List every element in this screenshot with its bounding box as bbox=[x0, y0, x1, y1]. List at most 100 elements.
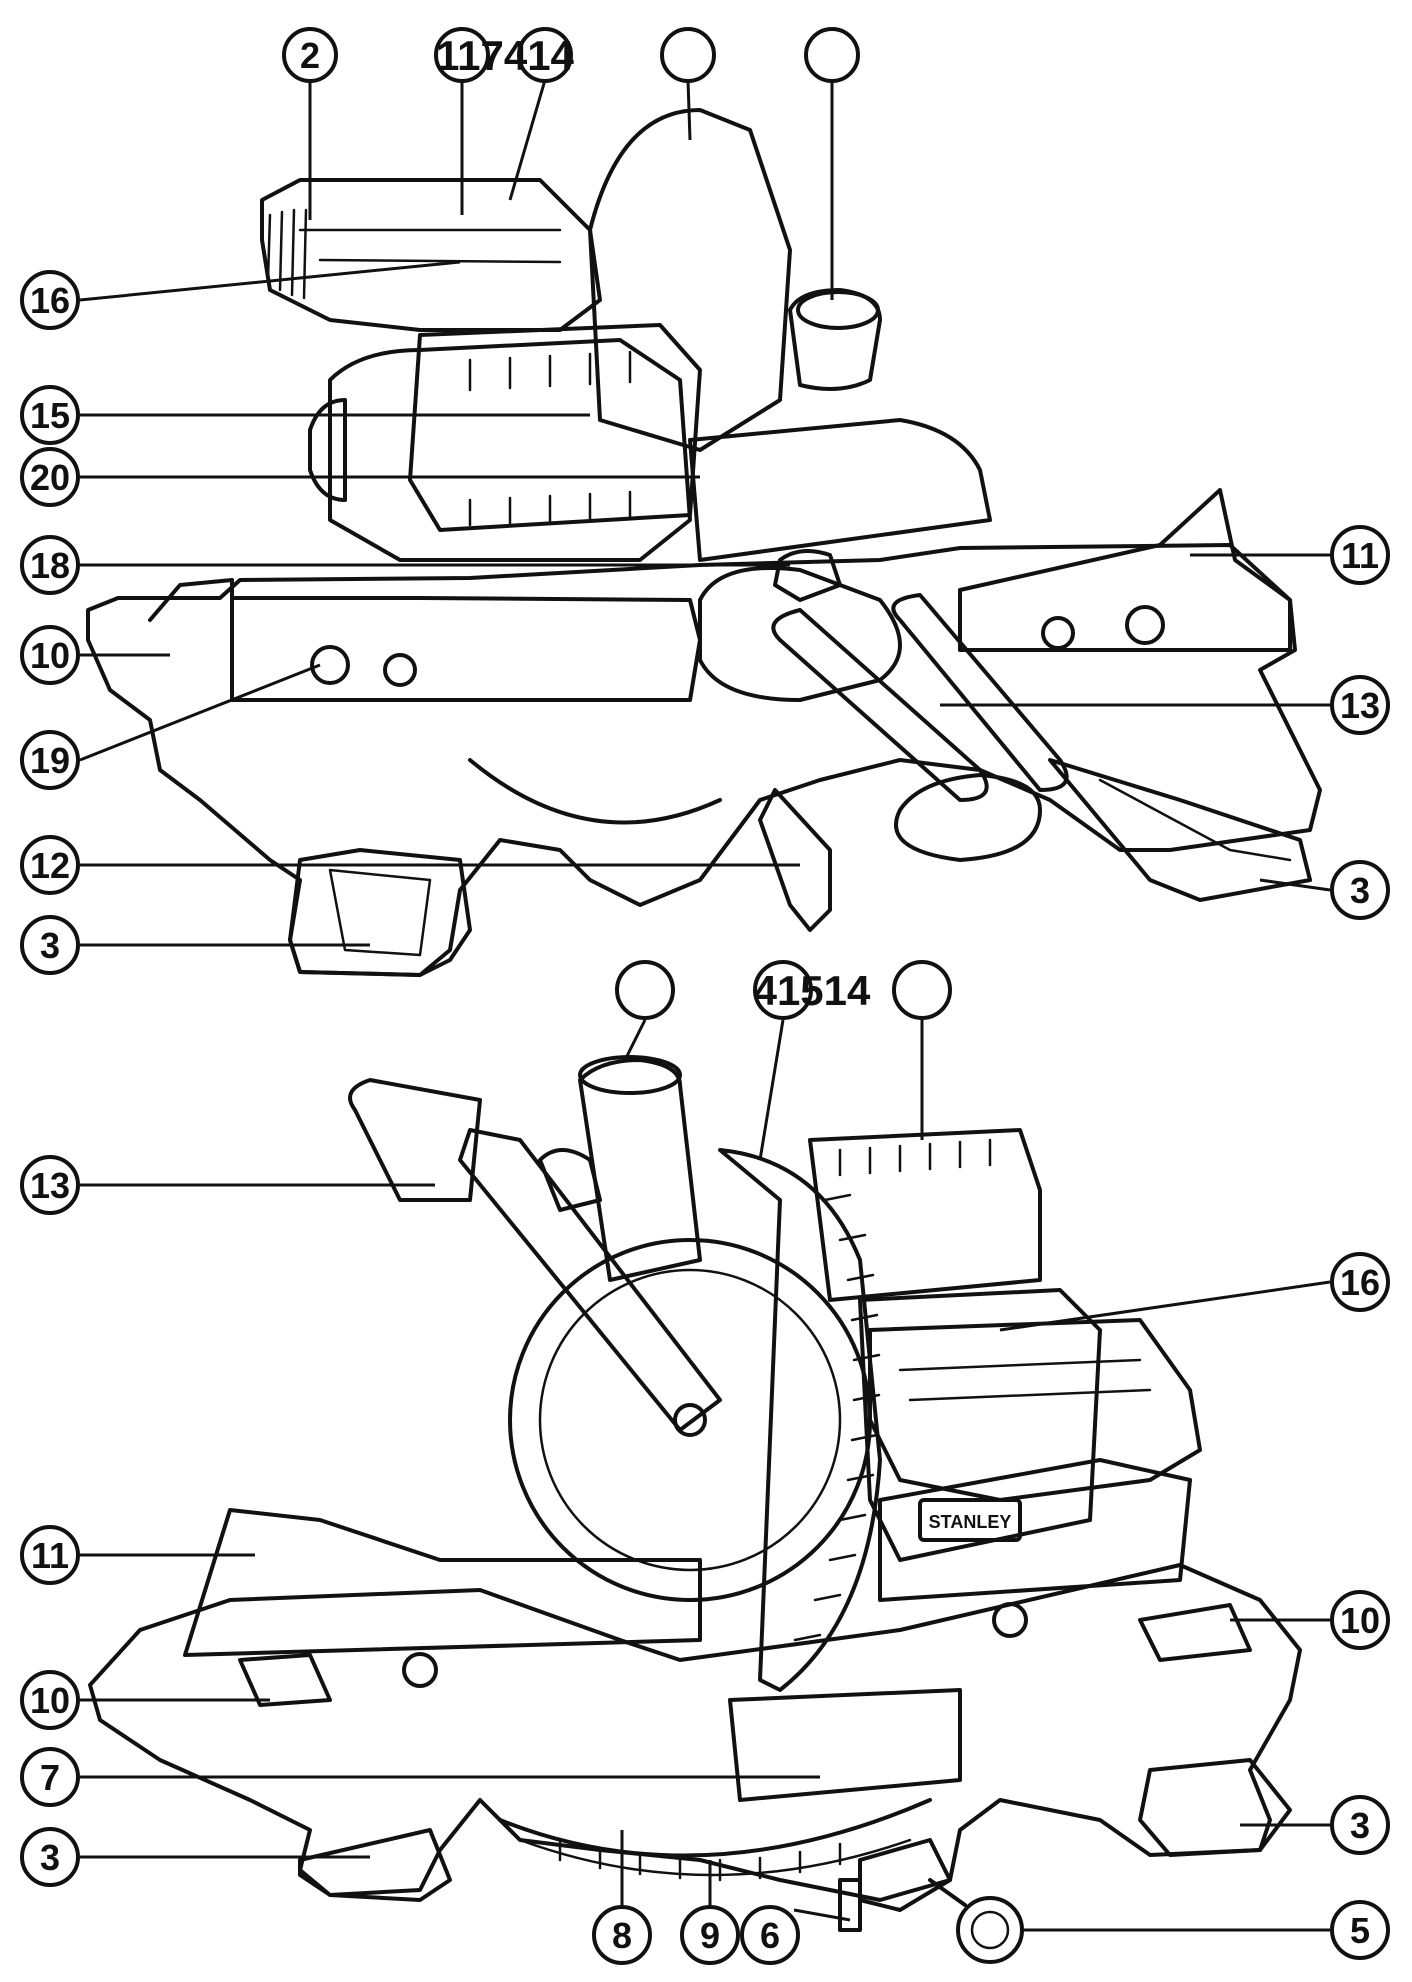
svg-text:15: 15 bbox=[30, 395, 70, 436]
callout-bottom-merged: 41514 bbox=[753, 960, 871, 1020]
callout-15: 15 bbox=[20, 385, 80, 445]
miter-knob bbox=[956, 1896, 1024, 1964]
bevel-lock-knob bbox=[773, 549, 842, 602]
turntable-bottom bbox=[498, 1798, 932, 1858]
callout-8: 8 bbox=[592, 1905, 652, 1965]
motor-end-cap-top bbox=[308, 398, 347, 502]
blade-guard-bottom bbox=[718, 1148, 882, 1692]
motor-body-bottom bbox=[858, 1288, 1102, 1562]
callout-9: 9 bbox=[680, 1905, 740, 1965]
carry-handle-top bbox=[894, 773, 1042, 862]
handle-top bbox=[260, 178, 602, 332]
upper-guard-top bbox=[588, 108, 792, 452]
base-outline-bottom bbox=[88, 1563, 1302, 1902]
brand-label: STANLEY bbox=[929, 1512, 1012, 1532]
pivot-arm-bottom bbox=[458, 1128, 722, 1432]
dust-port-bottom bbox=[578, 1058, 702, 1282]
svg-text:5: 5 bbox=[1350, 1910, 1370, 1951]
right-pad-bottom bbox=[1138, 1603, 1252, 1662]
blade-bottom bbox=[508, 1238, 872, 1602]
callout-11-top: 11 bbox=[1330, 525, 1390, 585]
fence-right-top bbox=[958, 488, 1292, 652]
callout-3-top-left: 3 bbox=[20, 915, 80, 975]
callout-16-bottom: 16 bbox=[1330, 1252, 1390, 1312]
battery-pack-bottom bbox=[808, 1128, 1042, 1302]
front-slide-arm bbox=[728, 1688, 962, 1802]
svg-text:8: 8 bbox=[612, 1915, 632, 1956]
callout-10-bottom-left: 10 bbox=[20, 1670, 80, 1730]
dust-port-top bbox=[788, 288, 882, 391]
callout-11-bottom: 11 bbox=[20, 1525, 80, 1585]
svg-text:18: 18 bbox=[30, 545, 70, 586]
callout-top-merged: 117414 bbox=[434, 27, 575, 83]
saw-front-view: STANLEY bbox=[88, 1055, 1302, 1964]
svg-text:12: 12 bbox=[30, 845, 70, 886]
callout-10-bottom-right: 10 bbox=[1330, 1590, 1390, 1650]
callout-13-bottom: 13 bbox=[20, 1155, 80, 1215]
svg-text:9: 9 bbox=[700, 1915, 720, 1956]
callout-5: 5 bbox=[1330, 1900, 1390, 1960]
svg-text:6: 6 bbox=[760, 1915, 780, 1956]
svg-text:3: 3 bbox=[1350, 1805, 1370, 1846]
svg-text:7: 7 bbox=[40, 1757, 60, 1798]
svg-text:19: 19 bbox=[30, 740, 70, 781]
callout-19: 19 bbox=[20, 730, 80, 790]
base-outline-top bbox=[86, 543, 1322, 977]
fence-left-top bbox=[148, 578, 702, 702]
rail-housing-top bbox=[698, 566, 902, 702]
callout-16-top: 16 bbox=[20, 270, 80, 330]
svg-text:11: 11 bbox=[1341, 535, 1379, 576]
svg-text:117414: 117414 bbox=[436, 32, 574, 79]
callout-20: 20 bbox=[20, 447, 80, 507]
svg-text:16: 16 bbox=[1340, 1262, 1380, 1303]
callout-12: 12 bbox=[20, 835, 80, 895]
left-foot-bottom bbox=[298, 1828, 452, 1902]
left-pad-bottom bbox=[238, 1653, 332, 1707]
bevel-lever-top bbox=[758, 788, 832, 932]
svg-text:13: 13 bbox=[1340, 685, 1380, 726]
callout-3-top-right: 3 bbox=[1330, 860, 1390, 920]
fence-left-bottom bbox=[183, 1508, 702, 1657]
battery-pack-top bbox=[408, 323, 702, 532]
svg-text:10: 10 bbox=[30, 1680, 70, 1721]
svg-text:3: 3 bbox=[40, 1837, 60, 1878]
callout-2: 2 bbox=[282, 27, 338, 83]
callout-10-top: 10 bbox=[20, 625, 80, 685]
motor-cylinder-top bbox=[688, 418, 992, 562]
callout-blank-bottom-2 bbox=[892, 960, 952, 1020]
slide-rails-top bbox=[771, 593, 1069, 802]
rear-rails-bottom bbox=[348, 1078, 482, 1202]
svg-text:3: 3 bbox=[40, 925, 60, 966]
svg-text:10: 10 bbox=[1340, 1600, 1380, 1641]
leader-lines bbox=[79, 79, 1331, 1932]
callout-blank-bottom-1 bbox=[615, 960, 675, 1020]
callout-7: 7 bbox=[20, 1747, 80, 1807]
callout-3-bottom-right: 3 bbox=[1330, 1795, 1390, 1855]
handle-bottom bbox=[868, 1318, 1202, 1502]
callout-blank-top-2 bbox=[804, 27, 860, 83]
brand-plate bbox=[918, 1498, 1022, 1542]
callout-3-bottom-left: 3 bbox=[20, 1827, 80, 1887]
callouts: 2 117414 16 15 20 18 bbox=[20, 27, 1390, 1965]
right-foot-top bbox=[1048, 758, 1312, 902]
miter-detent bbox=[838, 1878, 862, 1932]
saw-rear-view bbox=[86, 108, 1322, 977]
callout-13-top: 13 bbox=[1330, 675, 1390, 735]
rail-clamp-knob-bottom bbox=[538, 1148, 602, 1212]
svg-text:41514: 41514 bbox=[754, 967, 871, 1014]
motor-housing-top bbox=[328, 338, 692, 562]
svg-text:3: 3 bbox=[1350, 870, 1370, 911]
right-foot-bottom bbox=[1138, 1758, 1292, 1857]
svg-text:11: 11 bbox=[31, 1535, 69, 1576]
svg-text:20: 20 bbox=[30, 457, 70, 498]
svg-text:10: 10 bbox=[30, 635, 70, 676]
turntable-top bbox=[468, 758, 722, 825]
svg-text:2: 2 bbox=[300, 35, 320, 76]
callout-blank-top-1 bbox=[660, 27, 716, 83]
svg-text:13: 13 bbox=[30, 1165, 70, 1206]
left-foot-top bbox=[288, 848, 472, 977]
callout-6: 6 bbox=[740, 1905, 800, 1965]
callout-18: 18 bbox=[20, 535, 80, 595]
svg-text:16: 16 bbox=[30, 280, 70, 321]
